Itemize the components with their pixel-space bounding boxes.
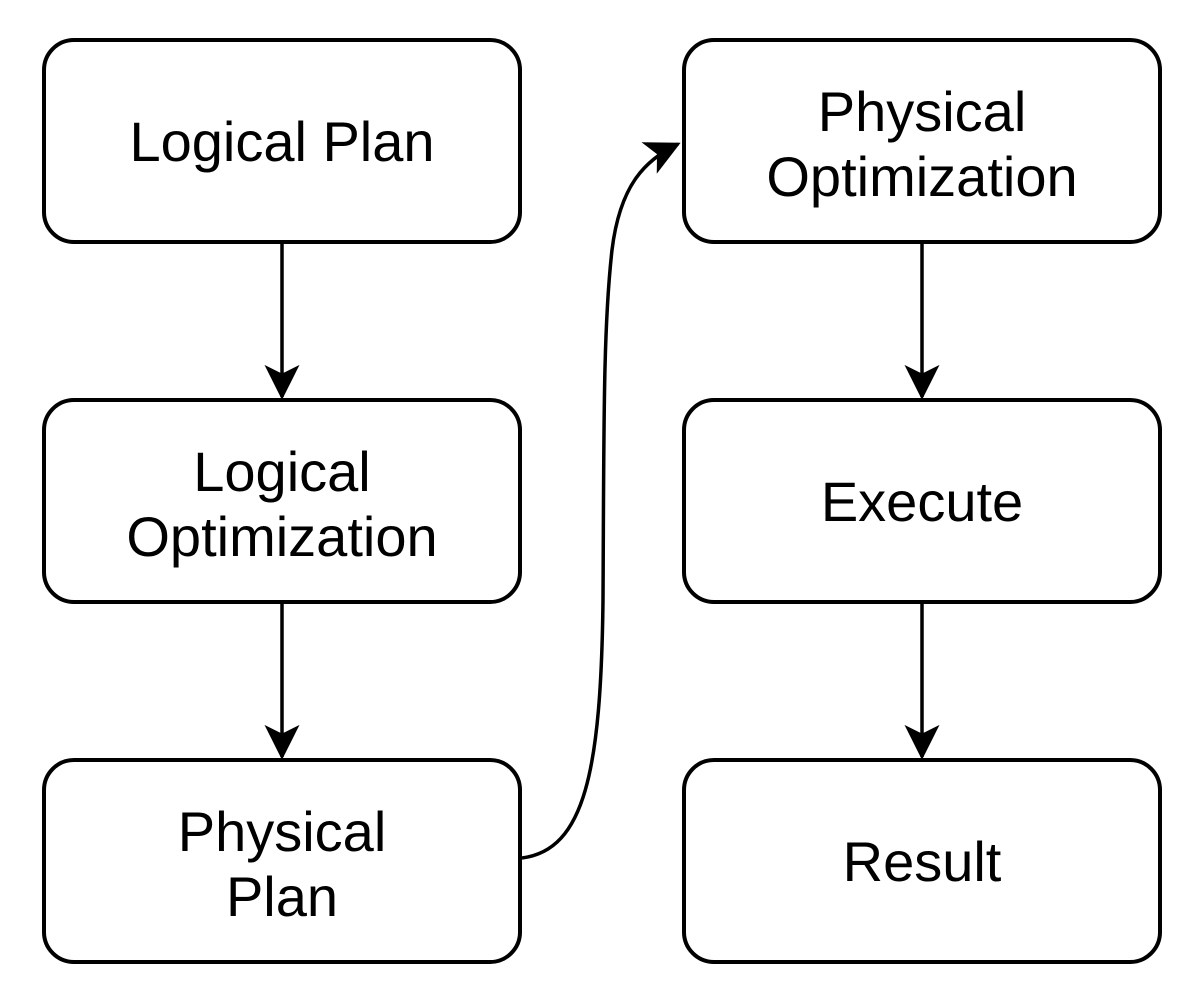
node-physical-plan: Physical Plan xyxy=(42,758,522,964)
node-result: Result xyxy=(682,758,1162,964)
node-logical-optimization: Logical Optimization xyxy=(42,398,522,604)
node-physical-optimization-label-line1: Physical xyxy=(818,80,1027,143)
node-physical-optimization-box xyxy=(682,38,1162,244)
node-logical-plan-label: Logical Plan xyxy=(129,110,434,173)
node-logical-optimization-box xyxy=(42,398,522,604)
node-execute-box xyxy=(682,398,1162,604)
node-physical-plan-label-line1: Physical xyxy=(178,800,387,863)
node-execute: Execute xyxy=(682,398,1162,604)
node-result-label: Result xyxy=(843,830,1002,893)
node-logical-plan: Logical Plan xyxy=(42,38,522,244)
arrow-physical-plan-to-physical-optimization xyxy=(521,142,681,860)
node-physical-optimization: Physical Optimization xyxy=(682,38,1162,244)
node-result-box xyxy=(682,758,1162,964)
node-physical-optimization-label-line2: Optimization xyxy=(766,145,1077,208)
node-execute-label: Execute xyxy=(821,470,1023,533)
node-logical-optimization-label-line1: Logical xyxy=(193,440,370,503)
node-logical-optimization-label-line2: Optimization xyxy=(126,505,437,568)
node-physical-plan-box xyxy=(42,758,522,964)
node-physical-plan-label-line2: Plan xyxy=(226,865,338,928)
node-logical-plan-box xyxy=(42,38,522,244)
